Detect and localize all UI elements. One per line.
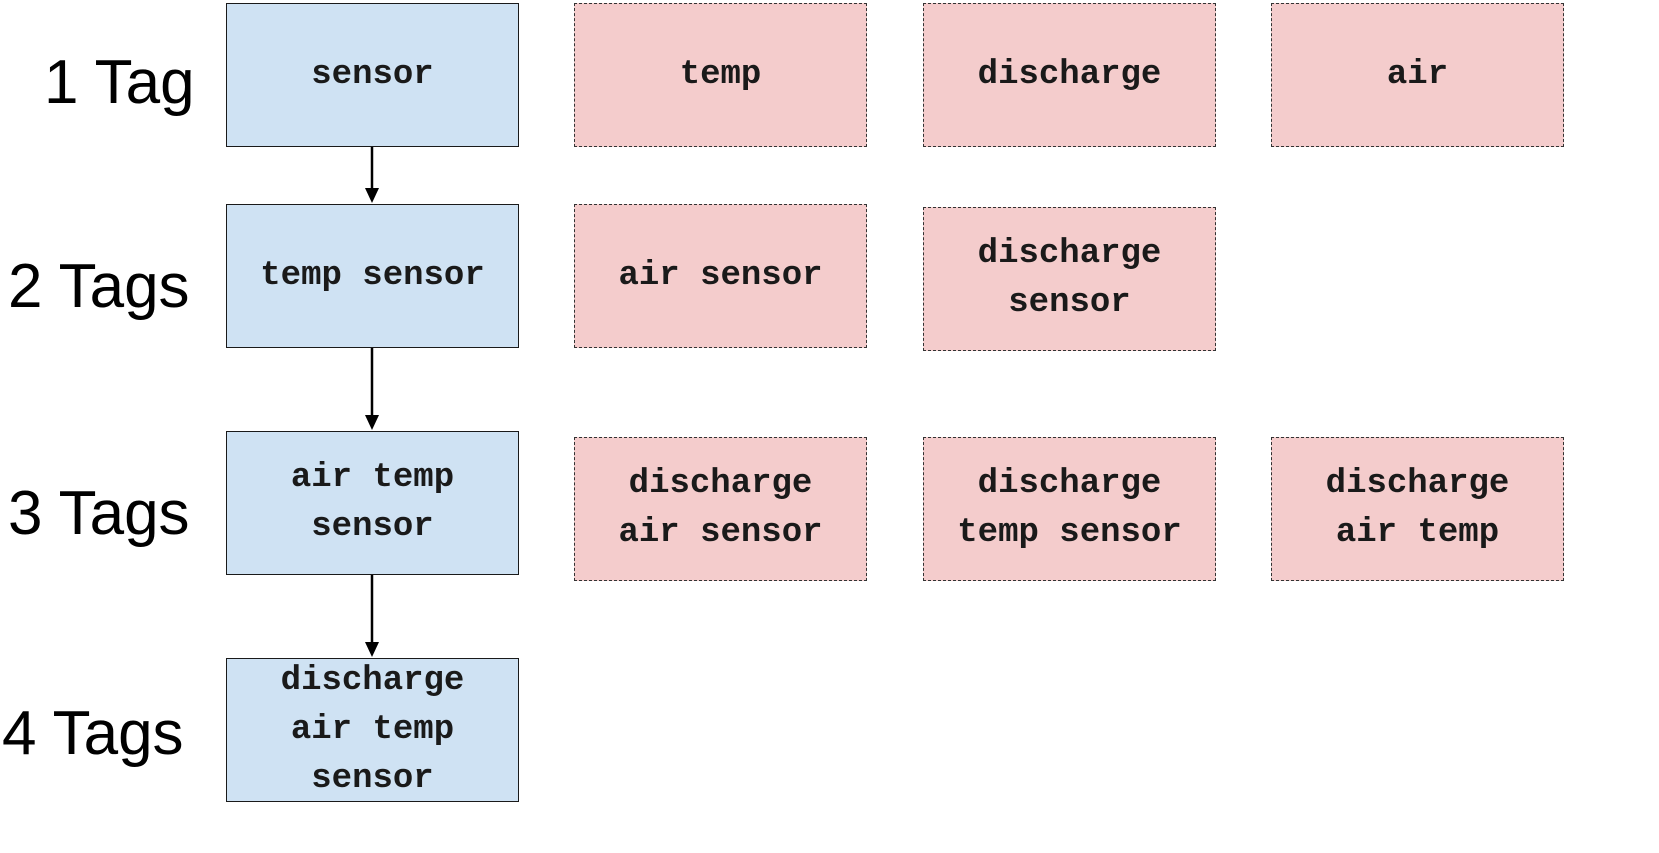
row-label-2-tags: 2 Tags	[8, 252, 190, 321]
candidate-box-row-1-col-2: discharge	[923, 3, 1216, 147]
row-label-1-tag: 1 Tag	[44, 48, 195, 117]
candidate-box-row-2-col-2: discharge sensor	[923, 207, 1216, 351]
row-label-4-tags: 4 Tags	[2, 699, 184, 768]
candidate-box-row-1-col-3: air	[1271, 3, 1564, 147]
candidate-box-row-3-col-3: discharge air temp	[1271, 437, 1564, 581]
selected-box-row-1: sensor	[226, 3, 519, 147]
arrow-row-2-to-3	[365, 348, 379, 430]
candidate-box-row-3-col-1: discharge air sensor	[574, 437, 867, 581]
candidate-box-row-1-col-1: temp	[574, 3, 867, 147]
arrow-row-3-to-4	[365, 575, 379, 657]
selected-box-row-4: discharge air temp sensor	[226, 658, 519, 802]
arrow-row-1-to-2	[365, 147, 379, 203]
candidate-box-row-2-col-1: air sensor	[574, 204, 867, 348]
selected-box-row-2: temp sensor	[226, 204, 519, 348]
selected-box-row-3: air temp sensor	[226, 431, 519, 575]
candidate-box-row-3-col-2: discharge temp sensor	[923, 437, 1216, 581]
row-label-3-tags: 3 Tags	[8, 479, 190, 548]
